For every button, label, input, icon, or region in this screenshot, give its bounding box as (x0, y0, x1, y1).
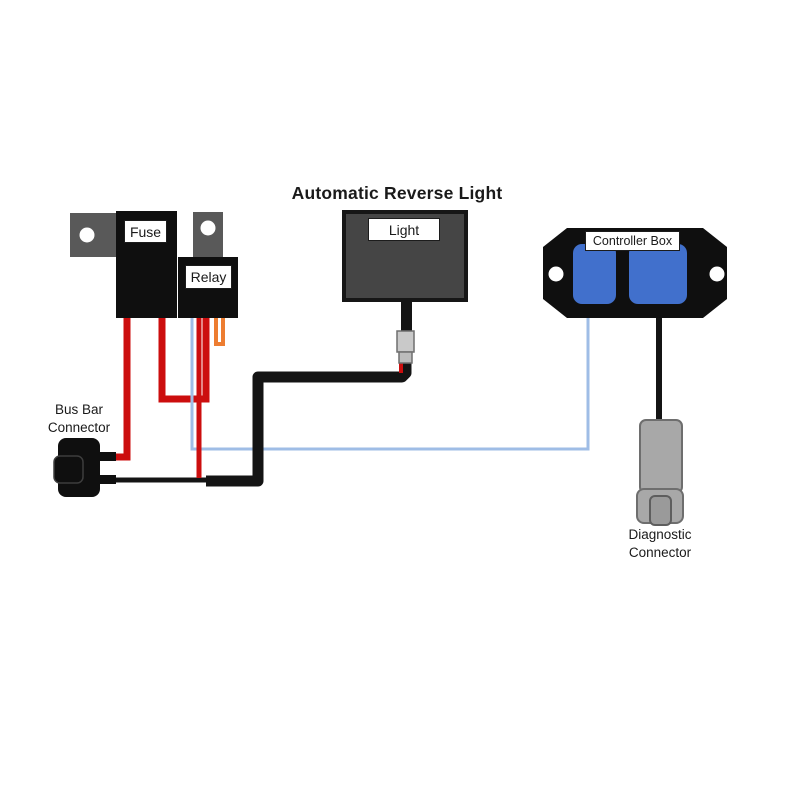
fuse-bracket-hole (79, 227, 95, 243)
wire-lightblue-relay-to-controller (190, 302, 590, 451)
fuse-label: Fuse (124, 220, 167, 243)
controller-right-connector (629, 244, 687, 304)
light-plug-connector-tip (398, 351, 413, 364)
busbar-label-line2: Connector (47, 420, 111, 435)
busbar-bottom-stub (100, 475, 116, 484)
controller-right-hole (709, 266, 725, 282)
busbar-label: Bus Bar Connector (29, 401, 129, 437)
relay-label: Relay (185, 265, 232, 289)
light-wire-stub (401, 300, 412, 332)
diagnostic-label-line2: Connector (628, 545, 692, 560)
diagnostic-tip (649, 495, 672, 526)
light-label: Light (368, 218, 440, 241)
controller-box-label: Controller Box (585, 231, 680, 251)
diagram-title: Automatic Reverse Light (291, 183, 503, 203)
busbar-label-line1: Bus Bar (54, 402, 104, 417)
diagnostic-label: Diagnostic Connector (610, 526, 710, 562)
wire-orange-relay-loop (214, 312, 225, 346)
relay-bracket-hole (200, 220, 216, 236)
controller-left-hole (548, 266, 564, 282)
diagnostic-label-line1: Diagnostic (628, 527, 692, 542)
wire-red-fuse-to-busbar (111, 312, 131, 461)
busbar-side-block (53, 455, 84, 484)
light-plug-connector (396, 330, 415, 353)
wire-black-thick-to-light (206, 357, 412, 487)
busbar-top-stub (100, 452, 116, 461)
controller-left-connector (573, 244, 616, 304)
wire-red-fuse-to-relay (158, 312, 210, 403)
diagnostic-body (639, 419, 683, 494)
